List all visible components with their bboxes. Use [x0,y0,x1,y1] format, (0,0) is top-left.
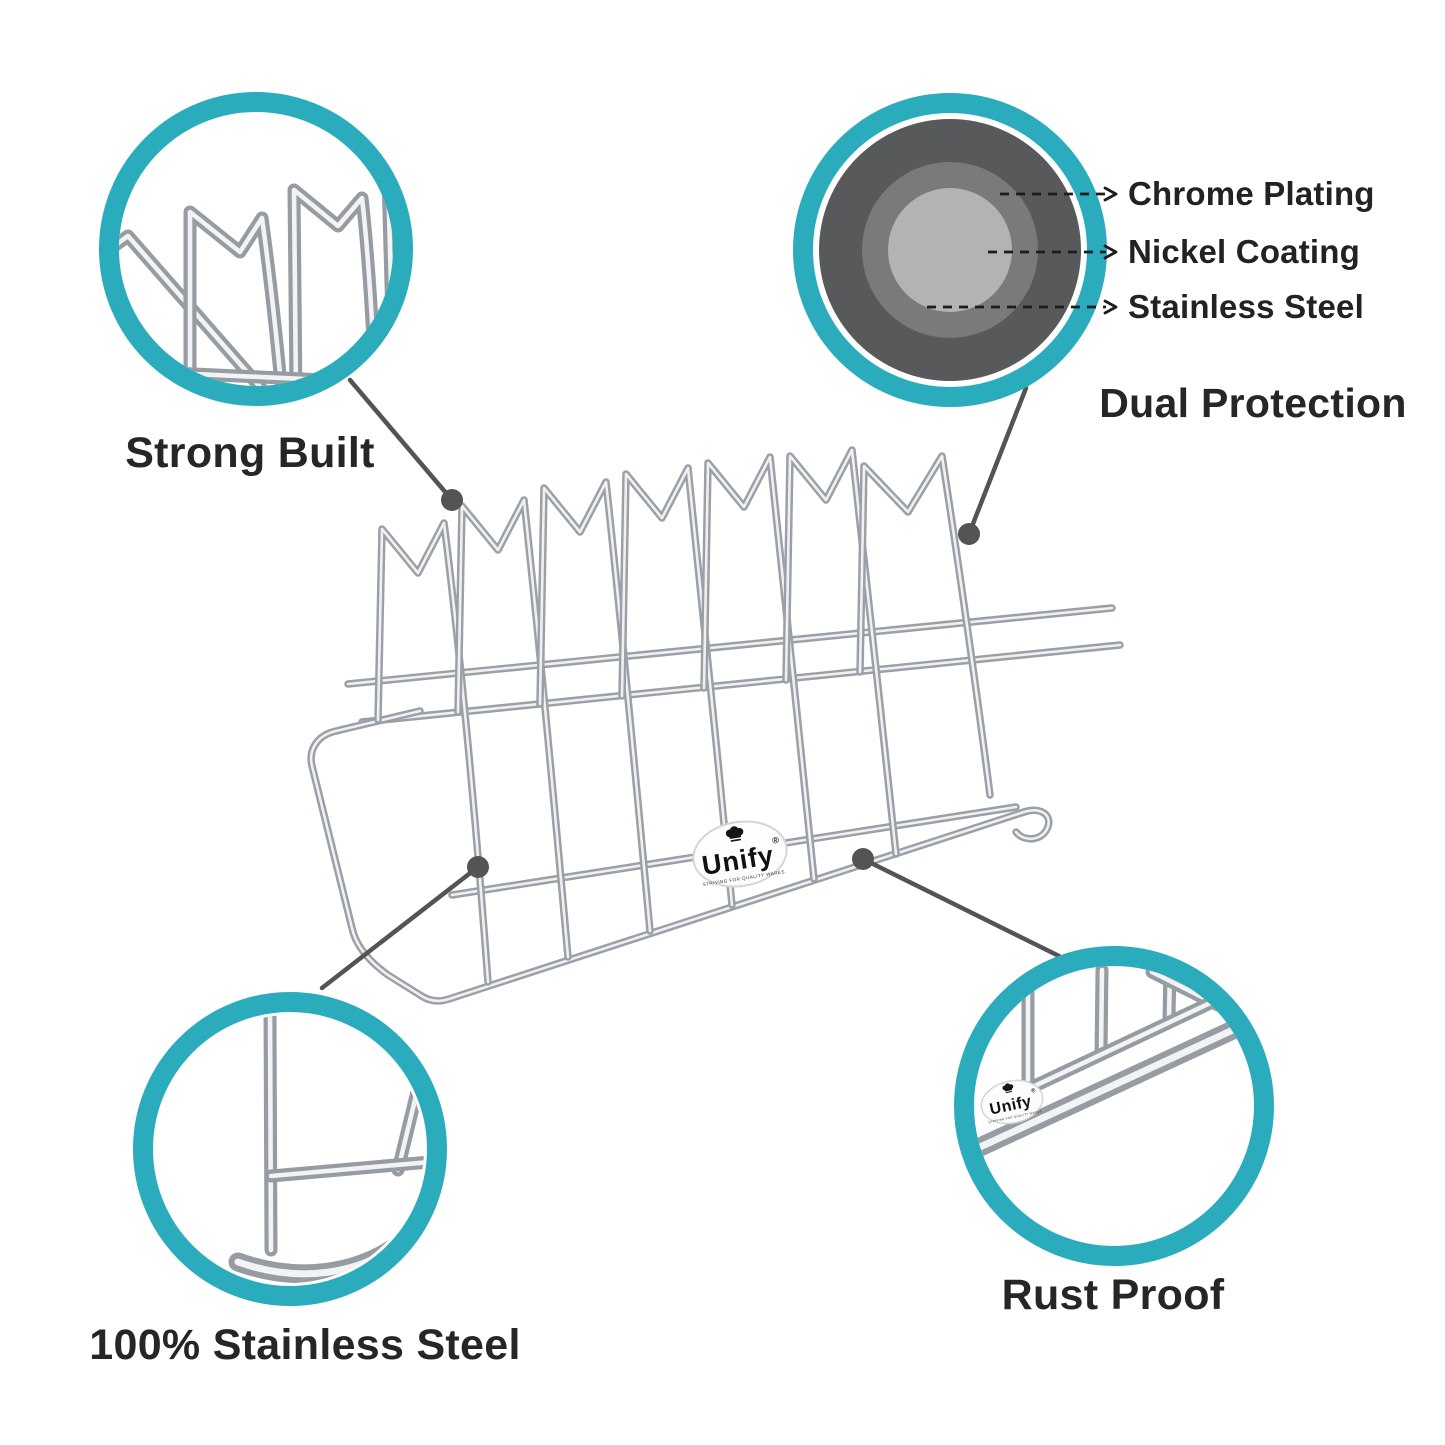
dashed-arrow-stainless-steel [927,299,1118,315]
plate-rack-illustration: Unify ® STRIVING FOR QUALITY WARES [311,450,1120,1001]
dual-protection-caption: Dual Protection [1099,380,1407,426]
dashed-arrow-chrome-plating [1000,186,1118,202]
unify-brand-label-small: Unify ® STRIVING FOR QUALITY WARES [980,1079,1044,1124]
feature-circle-rust-proof: Unify ® STRIVING FOR QUALITY WARES [954,946,1274,1266]
connector-line-stainless-steel [319,864,481,991]
rust-proof-zoom-photo: Unify ® STRIVING FOR QUALITY WARES [977,964,1250,1148]
layer-arrows [927,186,1118,315]
registered-mark: ® [772,835,780,846]
connector-line-dual-protection [966,385,1029,537]
rust-proof-caption: Rust Proof [1001,1271,1225,1319]
strong-built-caption: Strong Built [125,429,375,477]
callout-dot-rust-proof [852,848,874,870]
callout-dot-strong-built [441,489,463,511]
callout-dot-dual-protection [958,523,980,545]
connector-line-strong-built [347,377,455,503]
unify-brand-label: Unify ® STRIVING FOR QUALITY WARES [692,820,788,888]
feature-circle-strong-built [99,92,413,406]
callout-connectors [319,377,1062,991]
layer-label-chrome-plating: Chrome Plating [1128,175,1375,212]
connector-line-rust-proof [860,856,1062,959]
feature-circle-dual-protection [793,93,1107,407]
layer-label-nickel-coating: Nickel Coating [1128,233,1361,270]
layer-core-stainless-steel [888,188,1012,312]
dashed-arrow-nickel-coating [988,244,1118,260]
stainless-steel-caption: 100% Stainless Steel [89,1321,521,1369]
registered-mark-small: ® [1030,1087,1036,1095]
layer-label-stainless-steel: Stainless Steel [1128,288,1364,325]
callout-dot-stainless-steel [467,856,489,878]
feature-circle-stainless-steel [133,992,447,1306]
